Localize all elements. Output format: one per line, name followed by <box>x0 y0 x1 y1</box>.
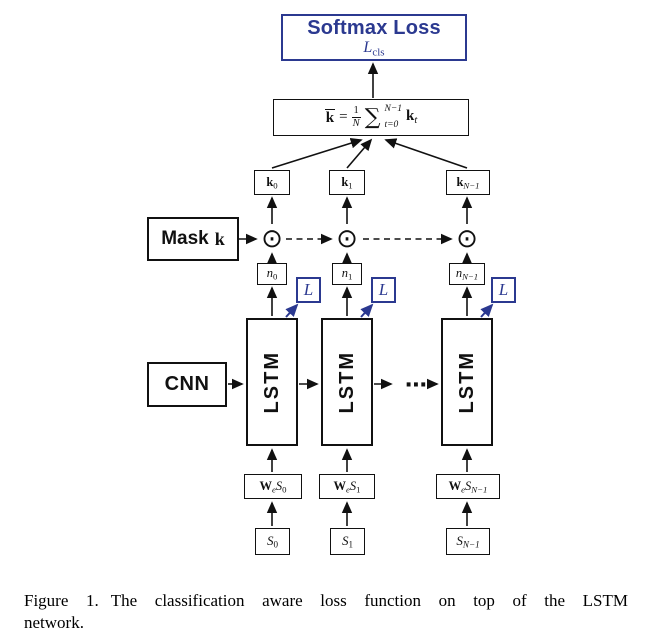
input-node-0: S0 <box>255 528 290 555</box>
k-node-1: k1 <box>329 170 365 195</box>
cnn-label: CNN <box>164 373 210 395</box>
cls-loss-label: Lcls <box>363 38 385 59</box>
blue-loss-arrows <box>285 303 494 318</box>
input-node-N: SN−1 <box>446 528 490 555</box>
arrow-k1-to-avg <box>346 138 373 169</box>
kt-term: kt <box>406 108 418 127</box>
arrow-kN-to-avg <box>384 138 468 169</box>
k-node-0: k0 <box>254 170 290 195</box>
cls-loss-base: L <box>363 38 373 56</box>
hidden-node-N: nN−1 <box>449 263 485 285</box>
summation-symbol: ∑ <box>364 104 381 130</box>
per-step-loss-box-N: L <box>491 277 516 303</box>
lstm-box-1: LSTM <box>321 318 373 446</box>
mask-label: Mask <box>161 228 209 249</box>
ellipsis-between-lstms: ⋯ <box>405 372 427 398</box>
input-node-1: S1 <box>330 528 365 555</box>
k-node-1-label: k1 <box>341 174 353 191</box>
figure-caption-line1: Figure 1.The classification aware loss f… <box>24 591 628 610</box>
lstm-box-0: LSTM <box>246 318 298 446</box>
mask-k-symbol: k <box>214 228 225 249</box>
figure-caption-line2: network. <box>24 613 84 633</box>
softmax-loss-title: Softmax Loss <box>307 16 441 39</box>
hidden-node-0: n0 <box>257 263 287 285</box>
odot-operator-0: ⊙ <box>259 226 285 252</box>
lstm-label-N: LSTM <box>455 350 478 414</box>
figure-caption-label: Figure 1. <box>24 591 99 610</box>
figure-caption: Figure 1.The classification aware loss f… <box>24 590 628 634</box>
lstm-label-0: LSTM <box>260 350 283 414</box>
k-node-N: kN−1 <box>446 170 490 195</box>
per-step-loss-box-0: L <box>296 277 321 303</box>
arrow-lstm0-to-loss0 <box>285 303 299 318</box>
lstm-label-1: LSTM <box>335 350 358 414</box>
embedding-node-1: WeS1 <box>319 474 375 499</box>
embedding-node-0: WeS0 <box>244 474 302 499</box>
kbar-symbol: k <box>324 108 336 126</box>
lstm-box-N: LSTM <box>441 318 493 446</box>
arrow-k0-to-avg <box>271 138 363 169</box>
mask-box: Mask k <box>147 217 239 261</box>
embedding-node-N: WeSN−1 <box>436 474 500 499</box>
softmax-loss-box: Softmax Loss Lcls <box>281 14 467 61</box>
equals-sign: = <box>339 109 348 125</box>
hidden-node-1: n1 <box>332 263 362 285</box>
k-node-N-label: kN−1 <box>456 174 480 191</box>
cls-loss-subscript: cls <box>372 46 385 59</box>
arrow-lstm2-to-lossN <box>480 303 494 318</box>
cnn-box: CNN <box>147 362 227 407</box>
per-step-loss-box-1: L <box>371 277 396 303</box>
odot-operator-1: ⊙ <box>334 226 360 252</box>
arrow-lstm1-to-loss1 <box>360 303 374 318</box>
odot-operator-2: ⊙ <box>454 226 480 252</box>
k-node-0-label: k0 <box>266 174 278 191</box>
